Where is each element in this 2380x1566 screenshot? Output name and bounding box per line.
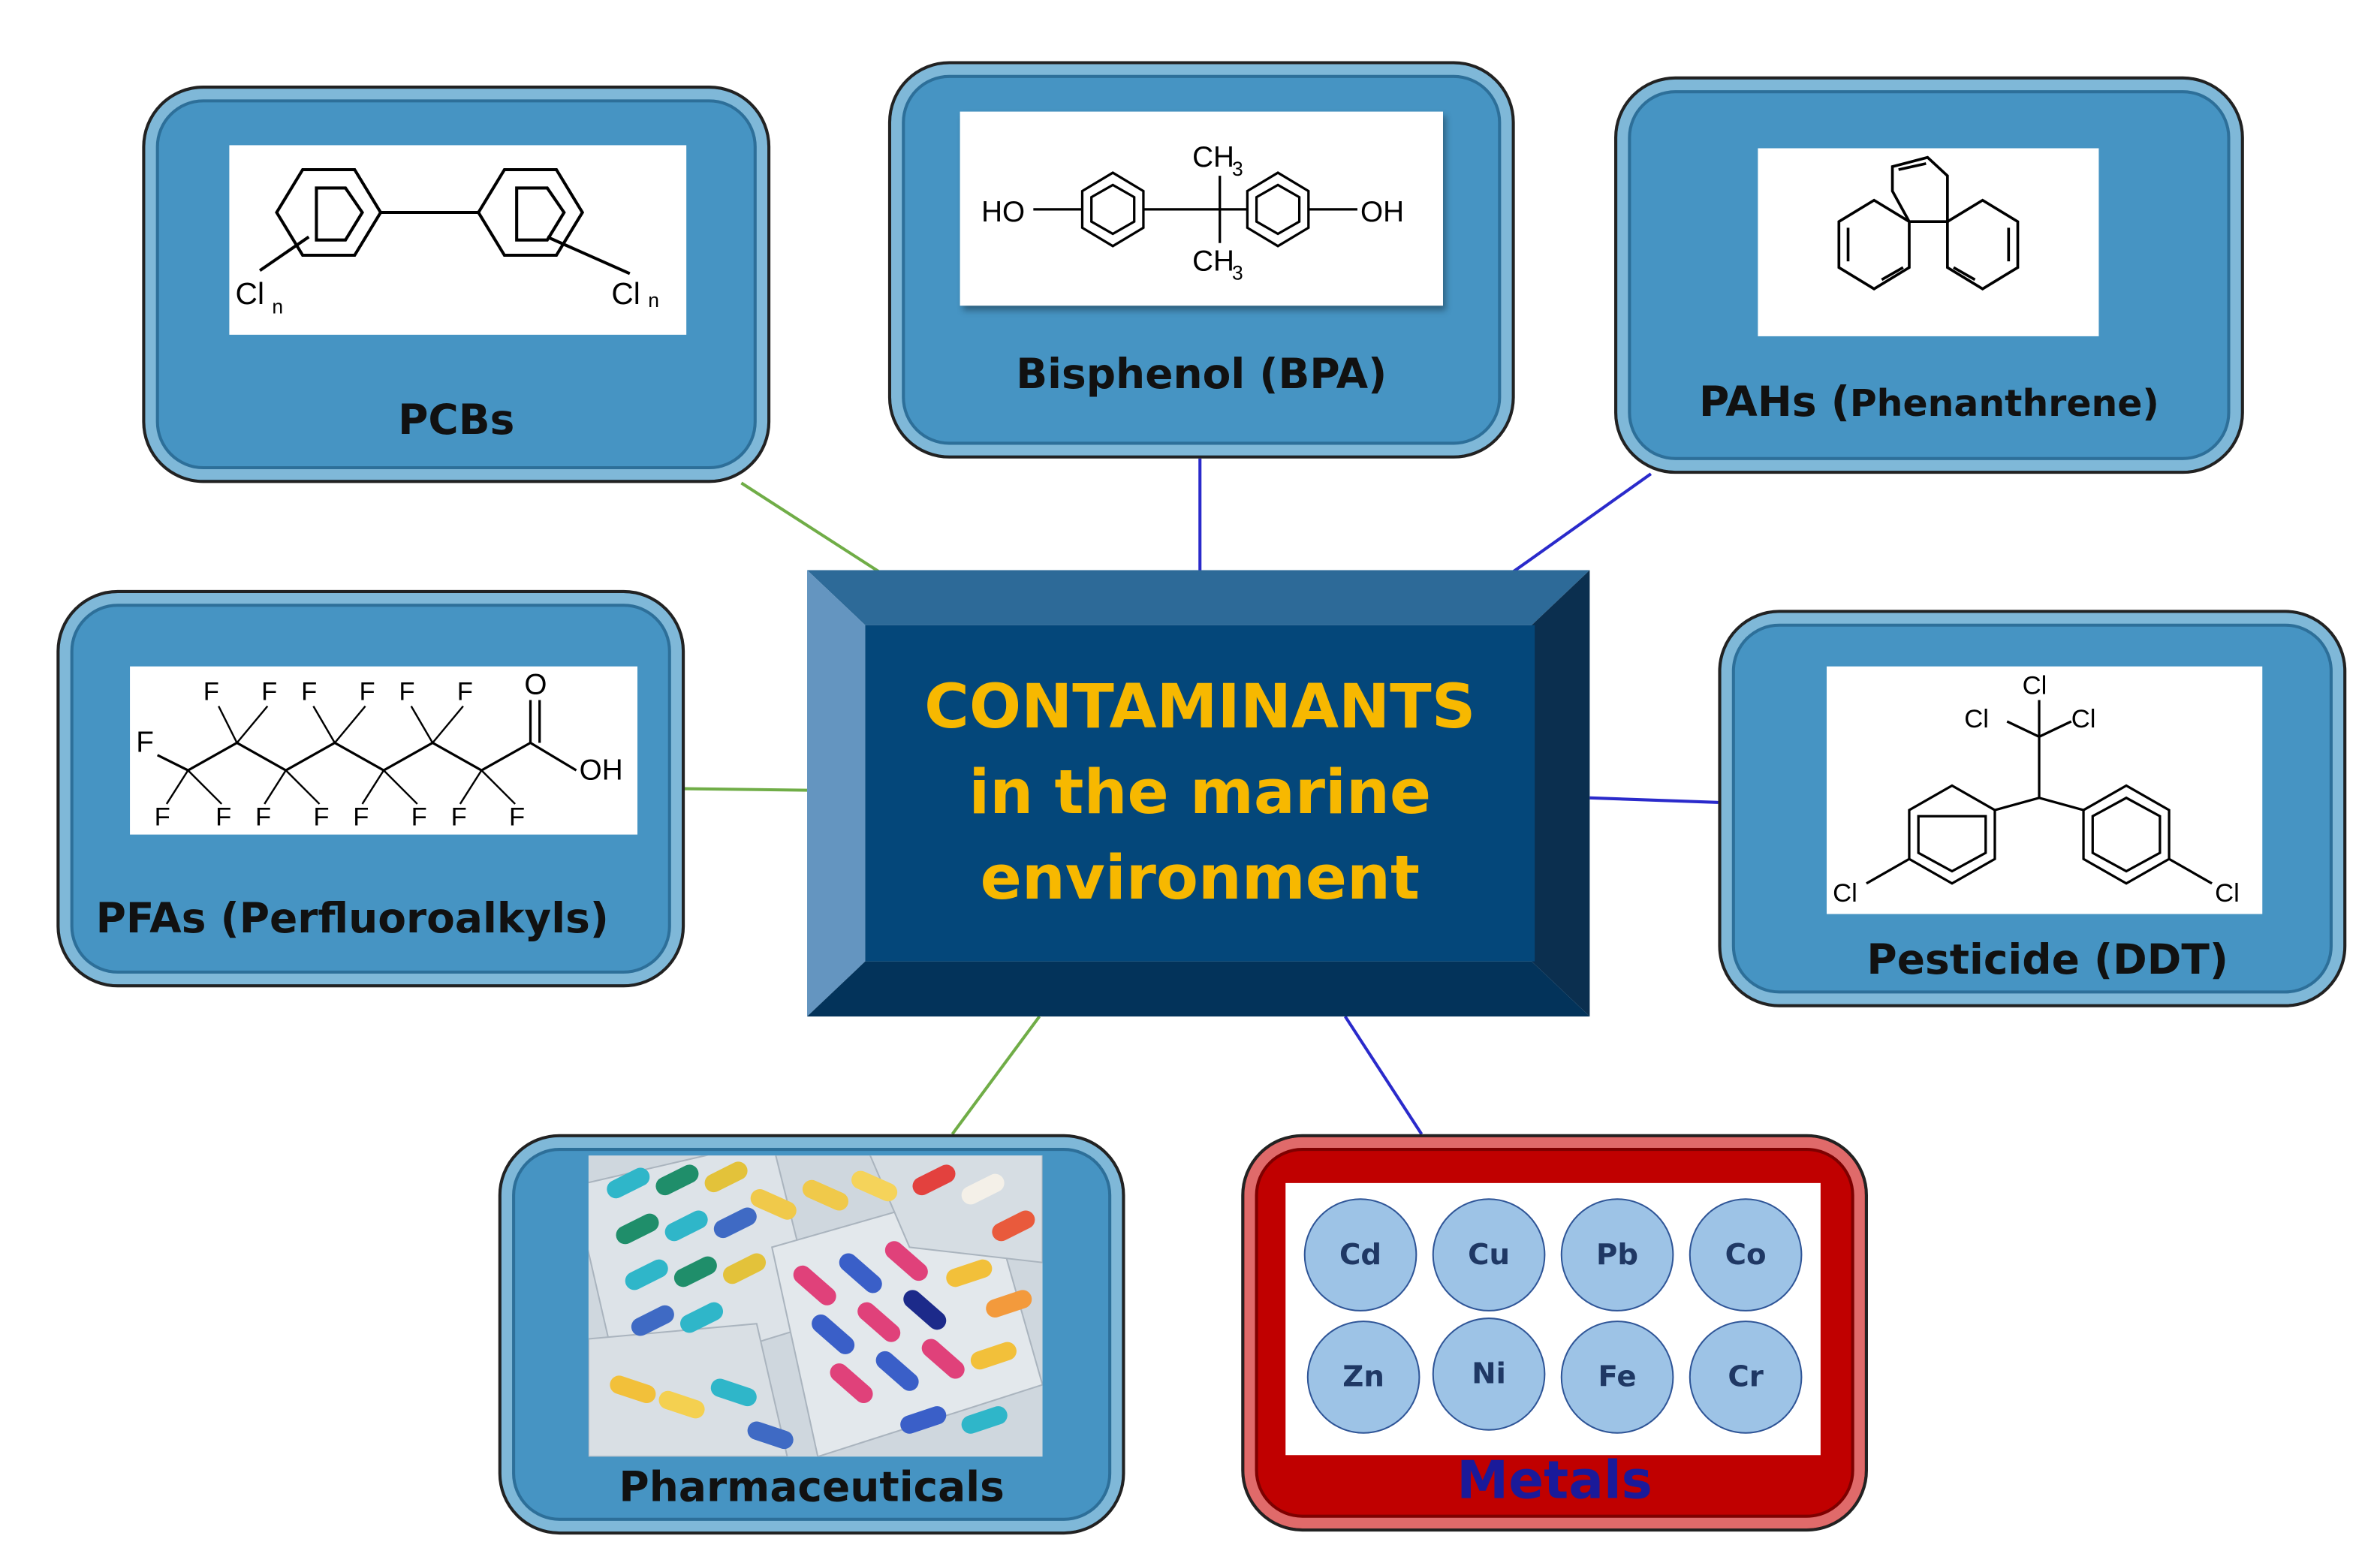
cl-right-label: Cl xyxy=(611,276,640,311)
ddt-card: Cl Cl Cl Cl Cl Pesticide (DDT) xyxy=(1718,610,2347,1007)
connector-metals xyxy=(1343,1015,1423,1135)
pfas-structure: F O OH F F F F F F F F F F F F F F xyxy=(130,666,638,835)
connector-pcbs xyxy=(740,481,880,574)
pfas-f-bottom-7: F xyxy=(451,803,467,831)
bpa-structure: HO OH CH 3 CH 3 xyxy=(960,111,1443,306)
connector-ddt xyxy=(1589,796,1719,804)
pfas-f-bottom-1: F xyxy=(155,803,170,831)
pfas-f-top-2: F xyxy=(261,677,277,706)
center-bevel xyxy=(807,570,1590,1016)
pfas-f-top-3: F xyxy=(301,677,317,706)
metal-cu: Cu xyxy=(1432,1198,1546,1312)
metals-card: Cd Cu Pb Co Zn Ni Fe Cr Metals xyxy=(1241,1134,1868,1532)
pahs-label-main: PAHs ( xyxy=(1699,378,1850,427)
connector-pfas xyxy=(683,787,808,792)
pahs-label: PAHs (Phenanthrene) xyxy=(1617,379,2241,426)
pfas-f-bottom-2: F xyxy=(215,803,231,831)
pfas-f-bottom-3: F xyxy=(255,803,271,831)
pfas-f-top-1: F xyxy=(203,677,219,706)
metal-cr: Cr xyxy=(1689,1321,1803,1434)
ddt-cl-left: Cl xyxy=(1964,705,1989,733)
oh-label: OH xyxy=(1360,196,1404,228)
pharma-pills-image xyxy=(588,1155,1043,1457)
pcbs-label: PCBs xyxy=(398,397,515,445)
pcbs-card: Cl n Cl n PCBs xyxy=(142,86,771,483)
pfas-f-top-5: F xyxy=(399,677,414,706)
metal-cd: Cd xyxy=(1303,1198,1417,1312)
metal-zn: Zn xyxy=(1306,1321,1420,1434)
pfas-f-bottom-8: F xyxy=(509,803,525,831)
pharma-label: Pharmaceuticals xyxy=(619,1464,1005,1512)
ch3-top-label: CH xyxy=(1192,141,1234,173)
connector-pahs xyxy=(1512,472,1652,574)
pcbs-structure: Cl n Cl n xyxy=(229,145,687,335)
pfas-f-bottom-6: F xyxy=(411,803,427,831)
center-title-line-1: CONTAMINANTS xyxy=(924,672,1476,743)
pahs-label-detail: Phenanthrene) xyxy=(1849,382,2159,426)
pfas-f-label: F xyxy=(136,727,154,759)
ddt-cl-top: Cl xyxy=(2023,671,2047,700)
bpa-card: HO OH CH 3 CH 3 Bisphenol (BPA) xyxy=(887,61,1515,459)
pfas-label: PFAs (Perfluoroalkyls) xyxy=(95,896,609,944)
metal-co: Co xyxy=(1689,1198,1803,1312)
pfas-f-bottom-5: F xyxy=(353,803,369,831)
pfas-f-top-6: F xyxy=(457,677,473,706)
connector-pharma xyxy=(950,1015,1041,1135)
pharma-card: Pharmaceuticals xyxy=(498,1134,1125,1535)
ddt-cl-right: Cl xyxy=(2071,705,2096,733)
pfas-f-top-4: F xyxy=(359,677,375,706)
cl-left-label: Cl xyxy=(236,276,264,311)
metal-pb: Pb xyxy=(1560,1198,1674,1312)
center-title-line-2: in the marine xyxy=(969,757,1432,829)
ch3-bottom-subscript: 3 xyxy=(1232,262,1243,285)
center-box: CONTAMINANTS in the marine environment xyxy=(807,570,1590,1016)
ddt-cl-ring-right: Cl xyxy=(2215,879,2240,908)
metal-fe: Fe xyxy=(1560,1321,1674,1434)
pahs-card: PAHs (Phenanthrene) xyxy=(1614,76,2244,474)
pfas-oh-label: OH xyxy=(580,754,623,786)
bpa-label: Bisphenol (BPA) xyxy=(1016,351,1387,399)
ch3-top-subscript: 3 xyxy=(1232,158,1243,180)
ddt-structure: Cl Cl Cl Cl Cl xyxy=(1827,666,2263,914)
metals-grid: Cd Cu Pb Co Zn Ni Fe Cr xyxy=(1285,1182,1821,1456)
ddt-cl-ring-left: Cl xyxy=(1833,879,1857,908)
metal-ni: Ni xyxy=(1432,1318,1546,1431)
metals-label: Metals xyxy=(1457,1450,1652,1512)
n-left-label: n xyxy=(272,295,283,318)
ho-label: HO xyxy=(981,196,1025,228)
pfas-f-bottom-4: F xyxy=(313,803,329,831)
pfas-card: F O OH F F F F F F F F F F F F F F xyxy=(56,589,685,988)
ch3-bottom-label: CH xyxy=(1192,245,1234,277)
pahs-structure xyxy=(1758,148,2099,336)
n-right-label: n xyxy=(648,289,659,312)
center-title-line-3: environment xyxy=(980,843,1420,914)
pfas-o-label: O xyxy=(524,668,547,700)
ddt-label: Pesticide (DDT) xyxy=(1866,937,2229,985)
center-face: CONTAMINANTS in the marine environment xyxy=(865,625,1535,962)
